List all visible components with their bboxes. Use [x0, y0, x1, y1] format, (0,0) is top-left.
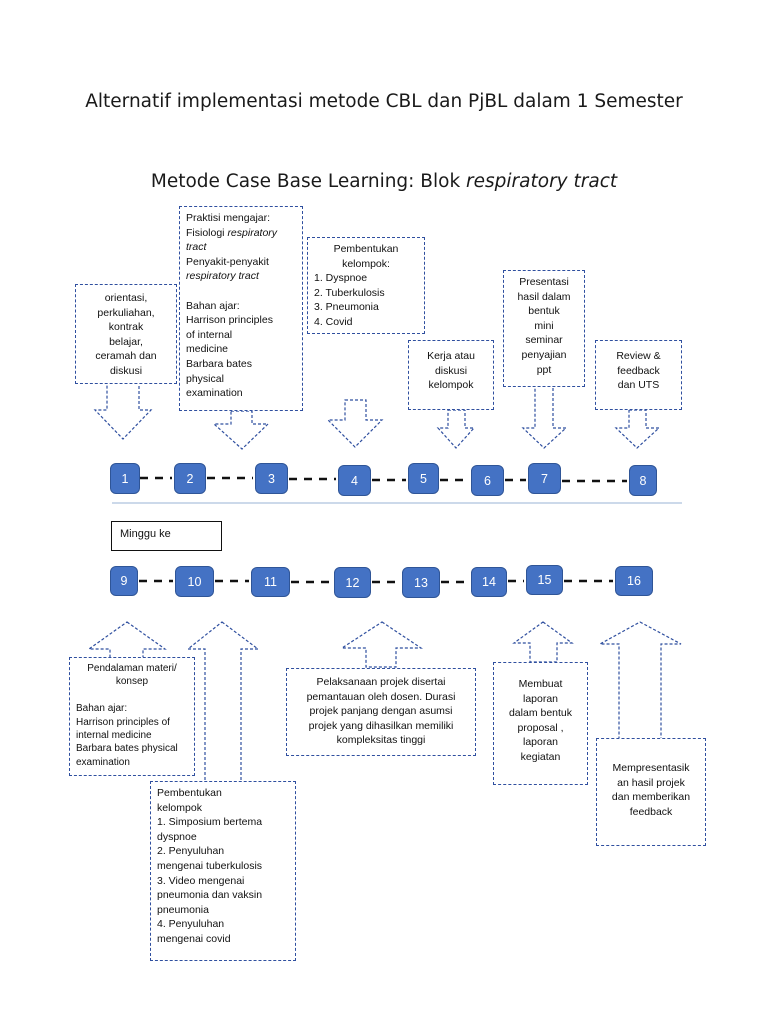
- down-arrow-8: [614, 409, 661, 449]
- up-arrow-9: [87, 621, 167, 661]
- week-node-5: 5: [408, 463, 439, 494]
- week-node-9: 9: [110, 566, 138, 596]
- page-title: Alternatif implementasi metode CBL dan P…: [85, 91, 683, 112]
- week-node-7: 7: [528, 463, 561, 494]
- box-pelaksanaan-projek: Pelaksanaan projek disertai pemantauan o…: [286, 668, 476, 756]
- down-arrow-5: [436, 409, 476, 449]
- week-node-3: 3: [255, 463, 288, 494]
- up-arrow-10: [186, 621, 260, 784]
- up-arrow-12: [339, 621, 423, 668]
- week-label-box: Minggu ke: [111, 521, 222, 551]
- box-orientasi: orientasi, perkuliahan, kontrak belajar,…: [75, 284, 177, 384]
- page-subtitle: Metode Case Base Learning: Blok respirat…: [60, 168, 708, 196]
- week-node-15: 15: [526, 565, 563, 595]
- down-arrow-1: [93, 382, 153, 440]
- box-praktisi-mengajar: Praktisi mengajar: Fisiologi respiratory…: [179, 206, 303, 411]
- week-node-6: 6: [471, 465, 504, 496]
- week-node-1: 1: [110, 463, 140, 494]
- box-presentasi: Presentasi hasil dalam bentuk mini semin…: [503, 270, 585, 387]
- week-node-4: 4: [338, 465, 371, 496]
- box-pendalaman-materi: Pendalaman materi/ konsep Bahan ajar: Ha…: [69, 657, 195, 776]
- box-mempresentasikan: Mempresentasik an hasil projek dan membe…: [596, 738, 706, 846]
- down-arrow-3: [212, 410, 270, 450]
- subtitle-italic: respiratory tract: [466, 171, 618, 192]
- up-arrow-15: [512, 621, 574, 663]
- week-node-8: 8: [629, 465, 657, 496]
- down-arrow-4: [326, 399, 384, 448]
- box-review-feedback-uts: Review & feedback dan UTS: [595, 340, 682, 410]
- box-kerja-diskusi: Kerja atau diskusi kelompok: [408, 340, 494, 410]
- box-pembentukan-kelompok-1: Pembentukan kelompok: 1. Dyspnoe 2. Tube…: [307, 237, 425, 334]
- box-membuat-laporan: Membuat laporan dalam bentuk proposal , …: [493, 662, 588, 785]
- week-node-10: 10: [175, 566, 214, 597]
- week-node-11: 11: [251, 567, 290, 597]
- week-node-12: 12: [334, 567, 371, 598]
- down-arrow-7: [521, 385, 568, 449]
- week-node-2: 2: [174, 463, 206, 494]
- week-node-13: 13: [402, 567, 440, 598]
- subtitle-plain: Metode Case Base Learning: Blok: [150, 171, 467, 192]
- box-pembentukan-kelompok-2: Pembentukan kelompok 1. Simposium bertem…: [150, 781, 296, 961]
- week-node-14: 14: [471, 567, 507, 597]
- up-arrow-16: [599, 621, 682, 741]
- week-node-16: 16: [615, 566, 653, 596]
